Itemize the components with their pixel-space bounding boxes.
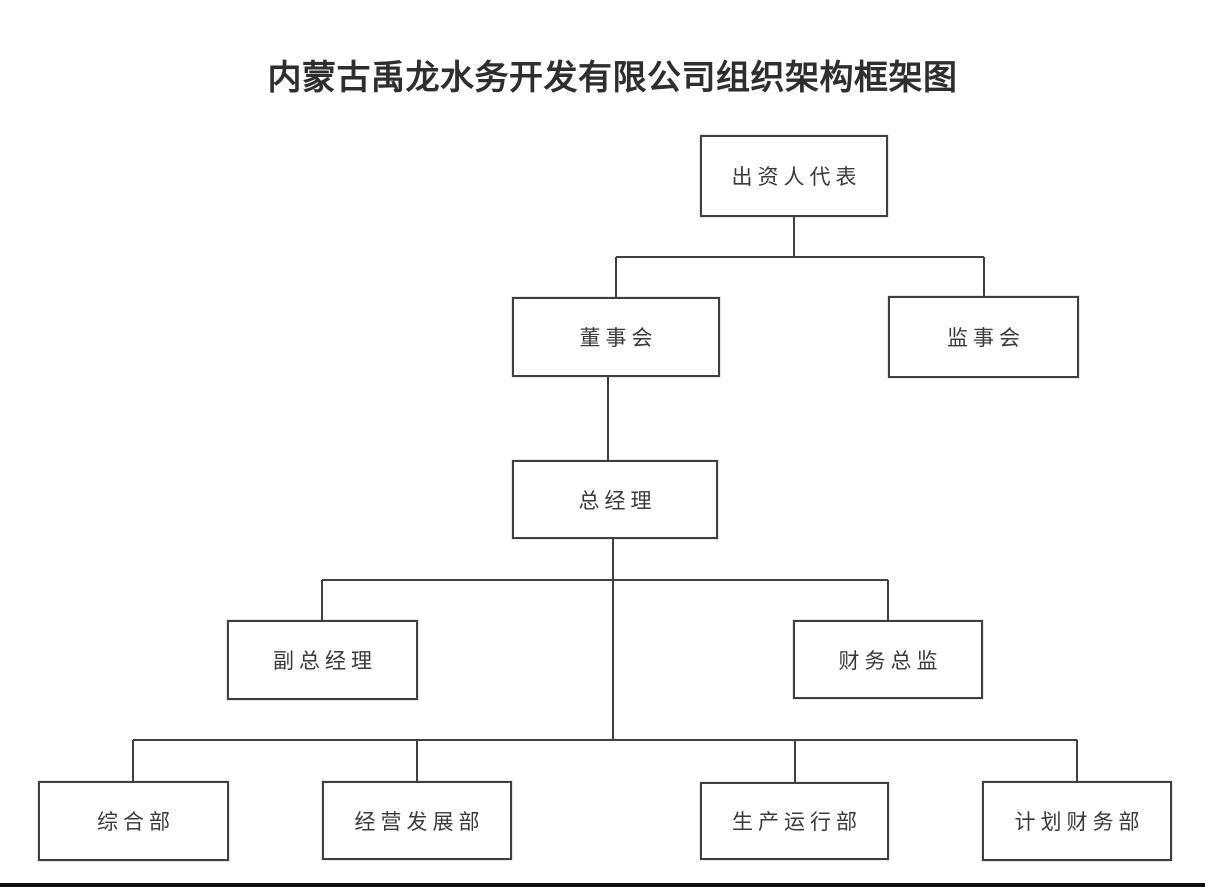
node-supervisory-board: 监事会 — [888, 296, 1079, 378]
node-label: 计划财务部 — [1014, 810, 1145, 834]
node-label: 董事会 — [579, 326, 658, 350]
node-label: 综合部 — [97, 810, 175, 834]
node-label: 副总经理 — [273, 649, 377, 673]
node-board-of-directors: 董事会 — [512, 297, 720, 377]
node-investor-representative: 出资人代表 — [700, 135, 888, 217]
page-title: 内蒙古禹龙水务开发有限公司组织架构框架图 — [267, 60, 958, 97]
node-label: 出资人代表 — [731, 165, 862, 189]
node-label: 财务总监 — [838, 648, 943, 673]
node-label: 生产运行部 — [732, 810, 862, 834]
node-business-development-dept: 经营发展部 — [322, 781, 512, 860]
node-general-affairs-dept: 综合部 — [38, 781, 229, 861]
node-finance-director: 财务总监 — [793, 620, 983, 699]
node-label: 经营发展部 — [354, 809, 485, 834]
node-planning-finance-dept: 计划财务部 — [982, 781, 1172, 861]
node-label: 总经理 — [578, 488, 657, 513]
node-production-operation-dept: 生产运行部 — [700, 782, 889, 860]
node-general-manager: 总经理 — [512, 460, 718, 539]
node-label: 监事会 — [947, 326, 1025, 350]
node-deputy-general-manager: 副总经理 — [227, 620, 418, 700]
scan-bottom-edge-line — [0, 883, 1205, 887]
